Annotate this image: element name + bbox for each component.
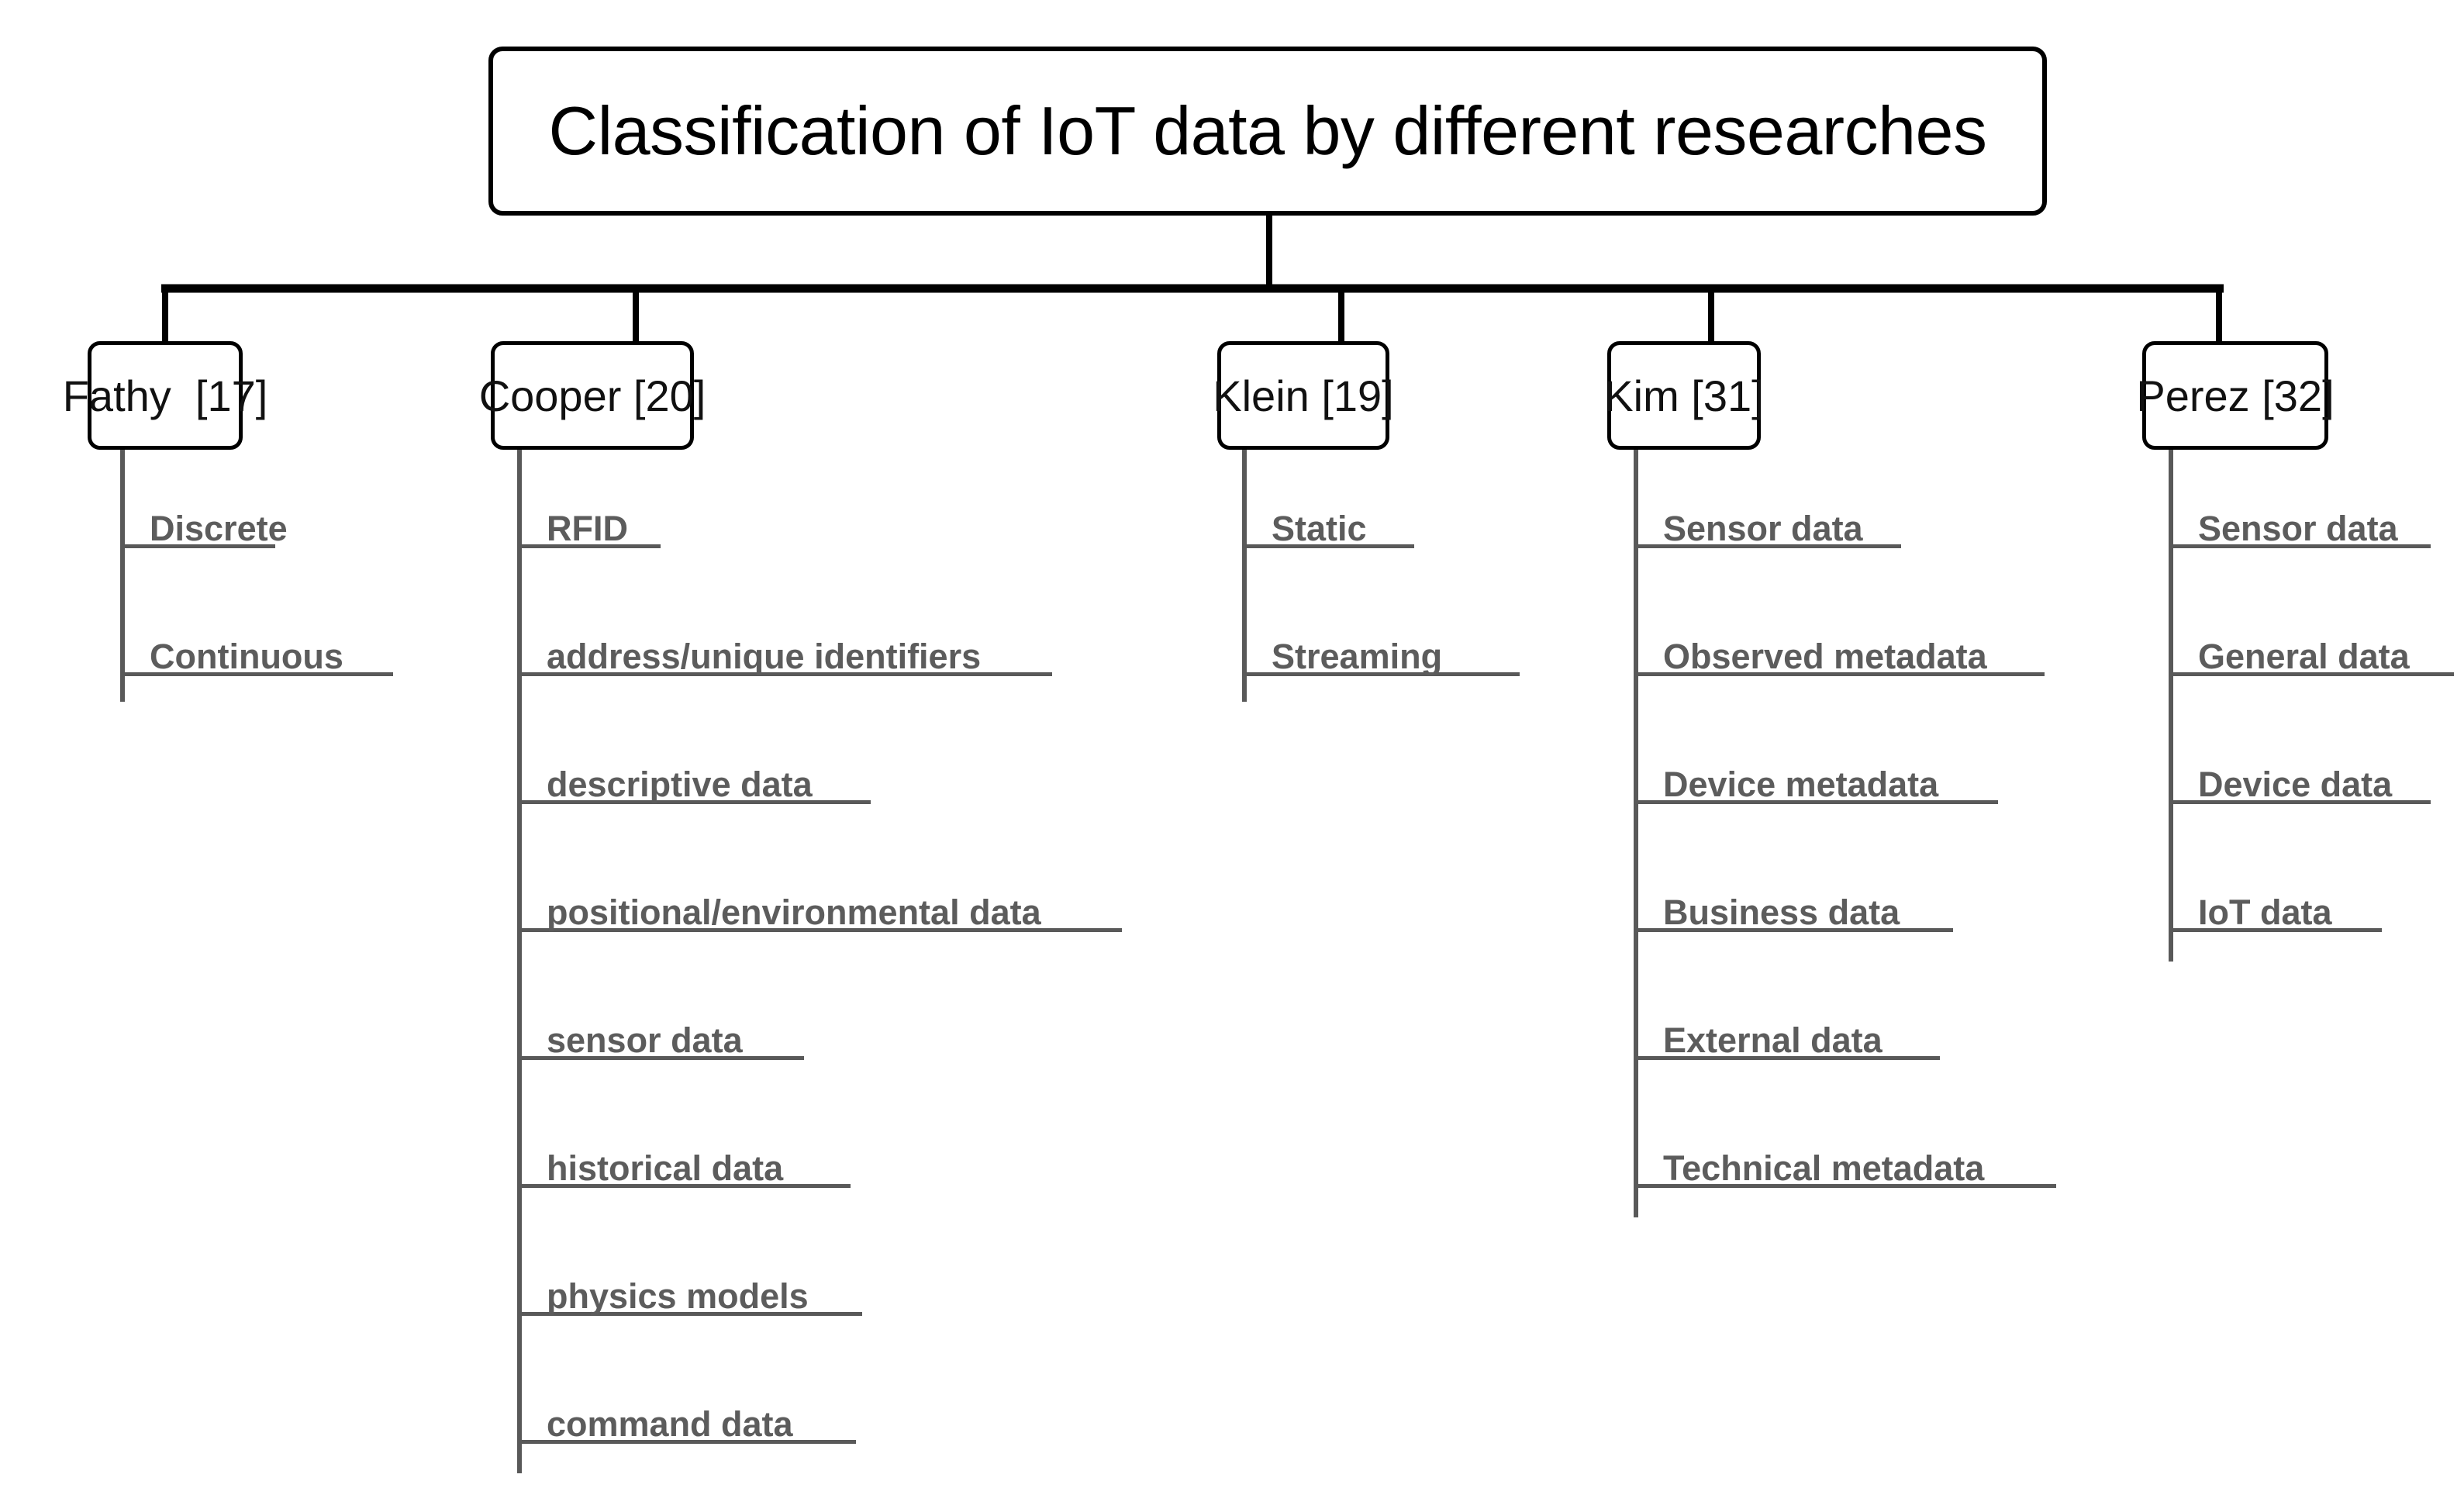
leaf-label: Streaming (1272, 637, 1443, 676)
list-item[interactable]: descriptive data (517, 741, 871, 804)
leaf-label: External data (1663, 1020, 1883, 1060)
list-item[interactable]: Observed metadata (1634, 613, 2045, 676)
leaf-label: Continuous (150, 637, 343, 676)
list-item[interactable]: Sensor data (2169, 485, 2431, 548)
list-item[interactable]: command data (517, 1380, 856, 1444)
list-item[interactable]: historical data (517, 1124, 851, 1188)
leaf-label: Device data (2198, 765, 2393, 804)
node-box-fathy[interactable]: Fathy [17] (63, 341, 267, 450)
list-item[interactable]: Streaming (1242, 613, 1520, 676)
node-label-perez: Perez [32] (2136, 371, 2335, 420)
list-item[interactable]: Device metadata (1634, 741, 1998, 804)
leaf-label: IoT data (2198, 893, 2332, 932)
leaf-label: Sensor data (2198, 509, 2398, 548)
node-box-klein[interactable]: Klein [19] (1213, 341, 1394, 450)
leaf-label: Device metadata (1663, 765, 1939, 804)
node-label-klein: Klein [19] (1213, 371, 1394, 420)
diagram-title-box: Classification of IoT data by different … (488, 47, 2047, 216)
list-item[interactable]: Technical metadata (1634, 1124, 2056, 1188)
diagram-title: Classification of IoT data by different … (548, 91, 1987, 169)
list-item[interactable]: RFID (517, 485, 661, 548)
list-item[interactable]: address/unique identifiers (517, 613, 1052, 676)
node-label-cooper: Cooper [20] (478, 371, 706, 420)
node-box-cooper[interactable]: Cooper [20] (479, 341, 706, 450)
node-label-kim: Kim [31] (1604, 371, 1764, 420)
list-item[interactable]: Business data (1634, 868, 1953, 932)
list-item[interactable]: Sensor data (1634, 485, 1901, 548)
list-item[interactable]: General data (2169, 613, 2454, 676)
leaf-label: Business data (1663, 893, 1900, 932)
leaf-label: historical data (547, 1148, 784, 1188)
leaf-label: descriptive data (547, 765, 813, 804)
node-label-fathy: Fathy [17] (62, 371, 268, 420)
leaf-label: General data (2198, 637, 2410, 676)
leaf-label: address/unique identifiers (547, 637, 982, 676)
leaf-label: Sensor data (1663, 509, 1863, 548)
list-item[interactable]: Discrete (120, 485, 288, 548)
leaf-label: Technical metadata (1663, 1148, 1985, 1188)
list-item[interactable]: External data (1634, 996, 1940, 1060)
list-item[interactable]: IoT data (2169, 868, 2382, 932)
list-item[interactable]: Device data (2169, 741, 2431, 804)
list-item[interactable]: Continuous (120, 613, 393, 676)
leaf-label: positional/environmental data (547, 893, 1041, 932)
list-item[interactable]: positional/environmental data (517, 868, 1122, 932)
leaf-label: sensor data (547, 1020, 743, 1060)
leaf-label: command data (547, 1404, 793, 1444)
leaf-label: Discrete (150, 509, 288, 548)
leaf-label: RFID (547, 509, 628, 548)
list-item[interactable]: physics models (517, 1252, 862, 1316)
node-box-kim[interactable]: Kim [31] (1604, 341, 1764, 450)
list-item[interactable]: Static (1242, 485, 1414, 548)
leaf-label: physics models (547, 1276, 809, 1316)
leaf-label: Static (1272, 509, 1367, 548)
leaf-label: Observed metadata (1663, 637, 1987, 676)
list-item[interactable]: sensor data (517, 996, 804, 1060)
node-box-perez[interactable]: Perez [32] (2136, 341, 2335, 450)
